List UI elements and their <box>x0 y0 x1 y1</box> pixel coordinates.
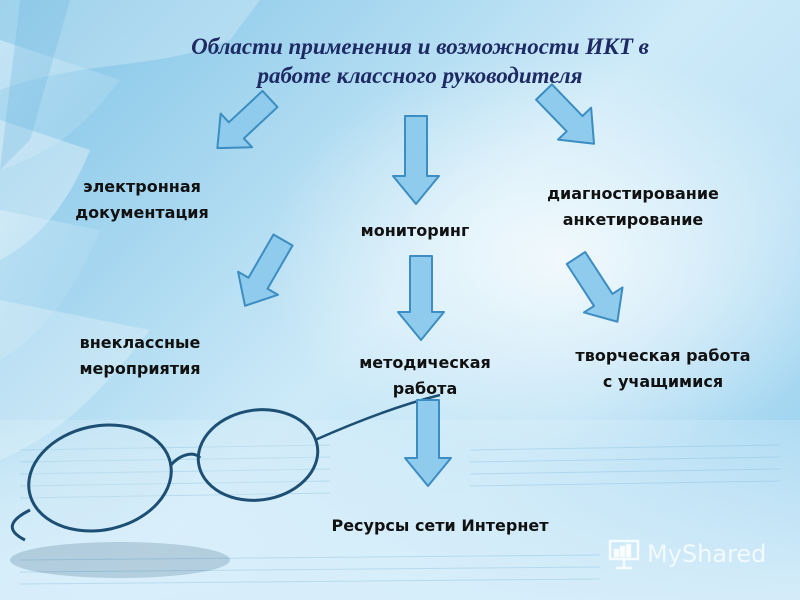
arrow-to-methodical <box>397 255 445 341</box>
arrow-to-electronic-docs <box>216 89 279 150</box>
node-creative: творческая работа с учащимися <box>548 343 778 395</box>
node-diagnostics: диагностирование анкетирование <box>528 181 738 233</box>
node-creative-line-2: с учащимися <box>602 372 724 391</box>
arrow-to-diagnostics <box>535 83 596 145</box>
node-internet: Ресурсы сети Интернет <box>290 513 590 539</box>
node-internet-label: Ресурсы сети Интернет <box>331 516 549 535</box>
arrow-to-monitoring <box>392 115 440 205</box>
title-line-1: Области применения и возможности ИКТ в <box>191 34 649 59</box>
watermark-logo: MyShared <box>607 536 766 572</box>
node-methodical-line-2: работа <box>392 379 458 398</box>
slide-title: Области применения и возможности ИКТ в р… <box>70 32 770 90</box>
arrow-to-creative <box>565 251 624 323</box>
arrow-to-extracurricular <box>237 233 294 307</box>
title-line-2: работе классного руководителя <box>257 63 583 88</box>
arrow-to-internet <box>404 399 452 487</box>
node-extracurricular: внеклассные мероприятия <box>55 330 225 382</box>
node-monitoring-label: мониторинг <box>360 221 470 240</box>
node-methodical-line-1: методическая <box>359 353 491 372</box>
watermark-text: MyShared <box>647 540 767 568</box>
node-creative-line-1: творческая работа <box>575 346 751 365</box>
node-extracurricular-line-1: внеклассные <box>79 333 201 352</box>
node-diagnostics-line-1: диагностирование <box>547 184 719 203</box>
node-monitoring: мониторинг <box>335 218 495 244</box>
node-electronic-docs-line-1: электронная <box>83 177 201 196</box>
node-electronic-docs-line-2: документация <box>75 203 209 222</box>
node-diagnostics-line-2: анкетирование <box>562 210 704 229</box>
glasses <box>10 393 441 578</box>
node-electronic-docs: электронная документация <box>52 174 232 226</box>
node-extracurricular-line-2: мероприятия <box>79 359 201 378</box>
presentation-board-icon <box>608 539 640 570</box>
node-methodical: методическая работа <box>335 350 515 402</box>
